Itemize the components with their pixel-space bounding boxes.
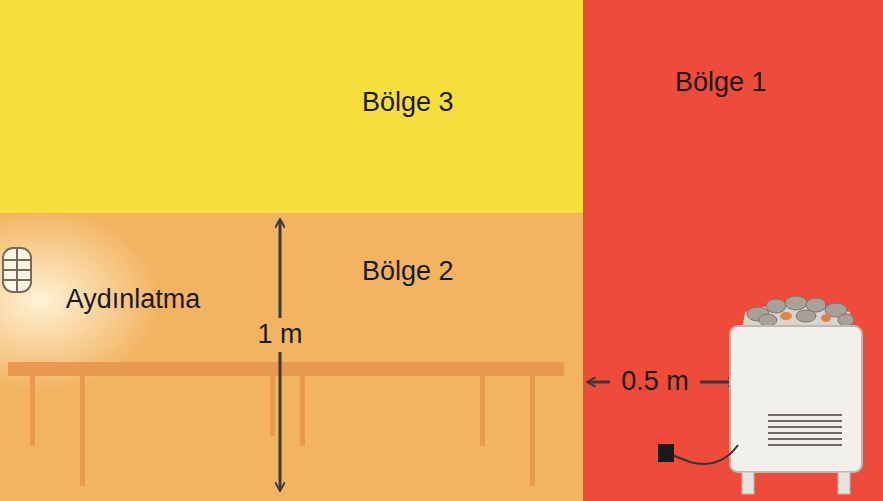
zone-name: Bölge 1 [675, 68, 767, 98]
zone-3-band: Bölge 3 [0, 0, 583, 213]
bench [8, 362, 564, 486]
light-label: Aydınlatma [63, 285, 204, 315]
zone-name: Bölge 3 [362, 88, 454, 118]
dimension-label: 1 m [254, 320, 305, 350]
height-dimension [279, 220, 282, 490]
light-fixture [3, 248, 31, 292]
zone-name: Bölge 2 [362, 257, 454, 287]
dimension-label: 0.5 m [618, 367, 692, 397]
